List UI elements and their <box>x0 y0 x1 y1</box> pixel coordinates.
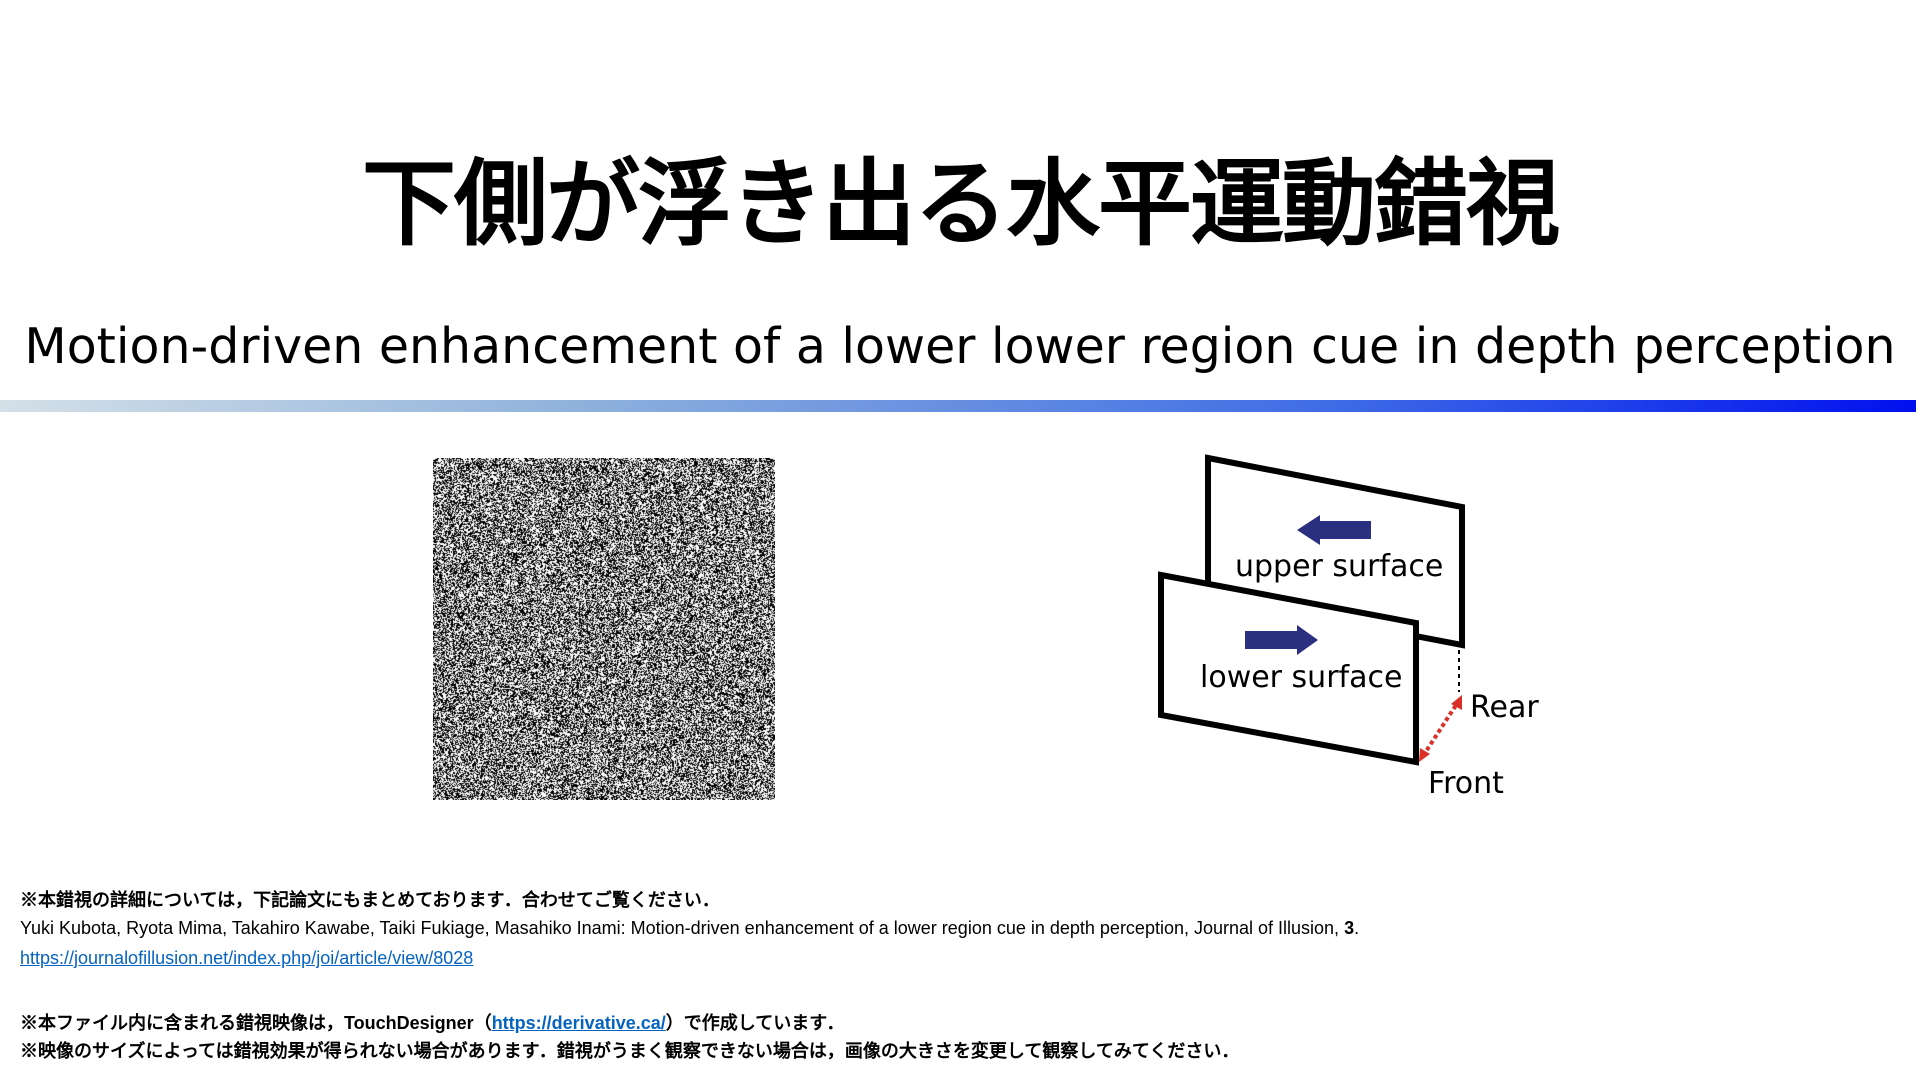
paper-link-line: https://journalofillusion.net/index.php/… <box>20 948 473 969</box>
page-title: 下側が浮き出る水平運動錯視 <box>0 128 1920 264</box>
page-subtitle: Motion-driven enhancement of a lower low… <box>0 318 1920 375</box>
depth-arrow <box>1423 702 1458 756</box>
random-dot-illusion-video[interactable] <box>433 458 775 800</box>
note-tool-post: ）で作成しています． <box>666 1013 845 1033</box>
note-tool: ※本ファイル内に含まれる錯視映像は，TouchDesigner（https://… <box>20 1009 845 1035</box>
gradient-divider <box>0 400 1916 412</box>
front-label: Front <box>1428 766 1504 801</box>
tool-name: TouchDesigner <box>344 1013 474 1033</box>
derivative-link[interactable]: https://derivative.ca/ <box>492 1013 666 1033</box>
upper-surface-label: upper surface <box>1235 549 1443 584</box>
citation-end: . <box>1354 918 1359 938</box>
citation-volume: 3 <box>1344 918 1354 938</box>
surface-depth-diagram: upper surface lower surface Rear Front <box>1140 440 1560 820</box>
rear-label: Rear <box>1470 690 1539 725</box>
citation-text: Yuki Kubota, Ryota Mima, Takahiro Kawabe… <box>20 918 1344 938</box>
note-tool-pre: ※本ファイル内に含まれる錯視映像は， <box>20 1013 344 1033</box>
note-size: ※映像のサイズによっては錯視効果が得られない場合があります．錯視がうまく観察でき… <box>20 1037 1239 1063</box>
paper-link[interactable]: https://journalofillusion.net/index.php/… <box>20 948 473 968</box>
paren-open: （ <box>474 1013 492 1033</box>
note-paper: ※本錯視の詳細については，下記論文にもまとめております．合わせてご覧ください． <box>20 886 720 912</box>
lower-surface-label: lower surface <box>1200 660 1402 695</box>
citation: Yuki Kubota, Ryota Mima, Takahiro Kawabe… <box>20 918 1359 939</box>
